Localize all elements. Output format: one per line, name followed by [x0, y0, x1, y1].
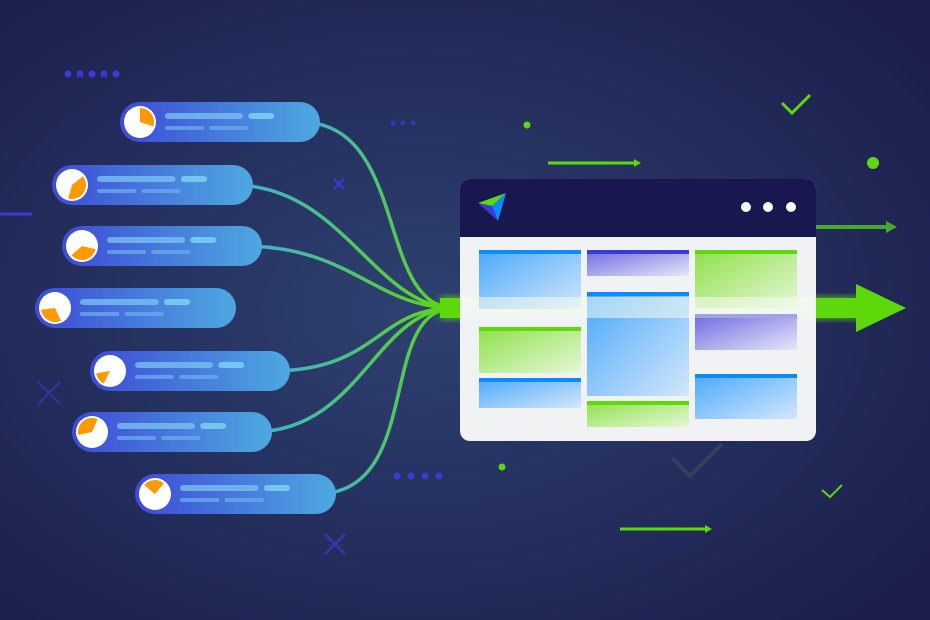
pie-slice	[144, 480, 164, 494]
check-icon	[780, 93, 812, 116]
dashboard-card[interactable]	[695, 374, 797, 419]
text-placeholder	[179, 375, 219, 379]
text-placeholder	[117, 436, 156, 440]
text-placeholder	[135, 375, 174, 379]
source-pill	[90, 351, 290, 391]
source-pill	[135, 474, 336, 514]
x-icon	[323, 532, 347, 556]
dashboard-window	[460, 179, 816, 441]
arrow-icon	[548, 159, 641, 167]
dashboard-card[interactable]	[587, 401, 689, 427]
dots-bottom-middle	[393, 472, 443, 480]
text-placeholder	[180, 485, 259, 491]
text-placeholder	[263, 485, 291, 491]
text-placeholder	[180, 176, 208, 182]
connector-line	[269, 306, 456, 373]
source-pill	[62, 226, 262, 266]
text-placeholder	[141, 189, 181, 193]
pie-slice	[78, 418, 98, 435]
text-placeholder	[135, 362, 213, 368]
x-icon	[37, 381, 61, 405]
source-item[interactable]	[35, 288, 236, 328]
three-dots-icon[interactable]	[741, 202, 796, 212]
connectors	[215, 120, 456, 496]
connector-line	[232, 183, 456, 310]
green-dot	[498, 463, 506, 471]
source-pill	[35, 288, 236, 328]
source-list	[35, 102, 336, 514]
arrow-icon	[815, 221, 897, 233]
source-item[interactable]	[72, 412, 272, 452]
check-icon	[670, 442, 724, 479]
source-item[interactable]	[120, 102, 320, 142]
dots-top-left	[64, 70, 120, 78]
source-item[interactable]	[52, 165, 253, 205]
connector-line	[241, 244, 456, 310]
card-header-bar	[587, 292, 689, 296]
text-placeholder	[218, 362, 245, 368]
arrow-icon	[620, 525, 712, 533]
text-placeholder	[163, 299, 191, 305]
card-header-bar	[587, 401, 689, 405]
text-placeholder	[151, 250, 191, 254]
text-placeholder	[200, 423, 227, 429]
green-dot	[867, 157, 879, 169]
text-placeholder	[165, 113, 243, 119]
source-pill	[120, 102, 320, 142]
pie-slice	[71, 246, 96, 260]
connector-line	[315, 306, 456, 496]
dashboard-card[interactable]	[479, 378, 581, 408]
pie-slice	[140, 108, 154, 127]
text-placeholder	[97, 189, 137, 193]
text-placeholder	[180, 498, 220, 502]
connector-line	[299, 120, 456, 310]
arrow-logo-icon	[478, 193, 506, 221]
source-pill	[72, 412, 272, 452]
text-placeholder	[107, 250, 146, 254]
text-placeholder	[80, 299, 159, 305]
source-pill	[52, 165, 253, 205]
check-icon	[821, 484, 843, 499]
text-placeholder	[124, 312, 164, 316]
text-placeholder	[97, 176, 176, 182]
dashboard-card[interactable]	[695, 314, 797, 350]
green-dot	[523, 121, 531, 129]
card-header-bar	[695, 250, 797, 254]
pie-slice	[41, 308, 61, 323]
source-item[interactable]	[90, 351, 290, 391]
text-placeholder	[190, 237, 217, 243]
source-item[interactable]	[135, 474, 336, 514]
source-item[interactable]	[62, 226, 262, 266]
pie-slice	[96, 371, 110, 384]
text-placeholder	[165, 126, 204, 130]
text-placeholder	[248, 113, 275, 119]
text-placeholder	[80, 312, 120, 316]
card-header-bar	[587, 250, 689, 254]
decorations	[0, 70, 897, 556]
connector-line	[251, 306, 456, 434]
arrow-highlight	[460, 297, 816, 318]
dashboard-card[interactable]	[587, 250, 689, 276]
dots-top-middle	[390, 120, 416, 126]
text-placeholder	[107, 237, 185, 243]
card-header-bar	[695, 374, 797, 378]
card-header-bar	[479, 378, 581, 382]
window-header	[460, 179, 816, 237]
x-icon	[333, 178, 345, 190]
pie-slice	[68, 176, 86, 199]
dashboard-card[interactable]	[479, 327, 581, 373]
text-placeholder	[224, 498, 264, 502]
card-header-bar	[479, 327, 581, 331]
card-header-bar	[479, 250, 581, 254]
text-placeholder	[161, 436, 201, 440]
text-placeholder	[117, 423, 195, 429]
text-placeholder	[209, 126, 249, 130]
